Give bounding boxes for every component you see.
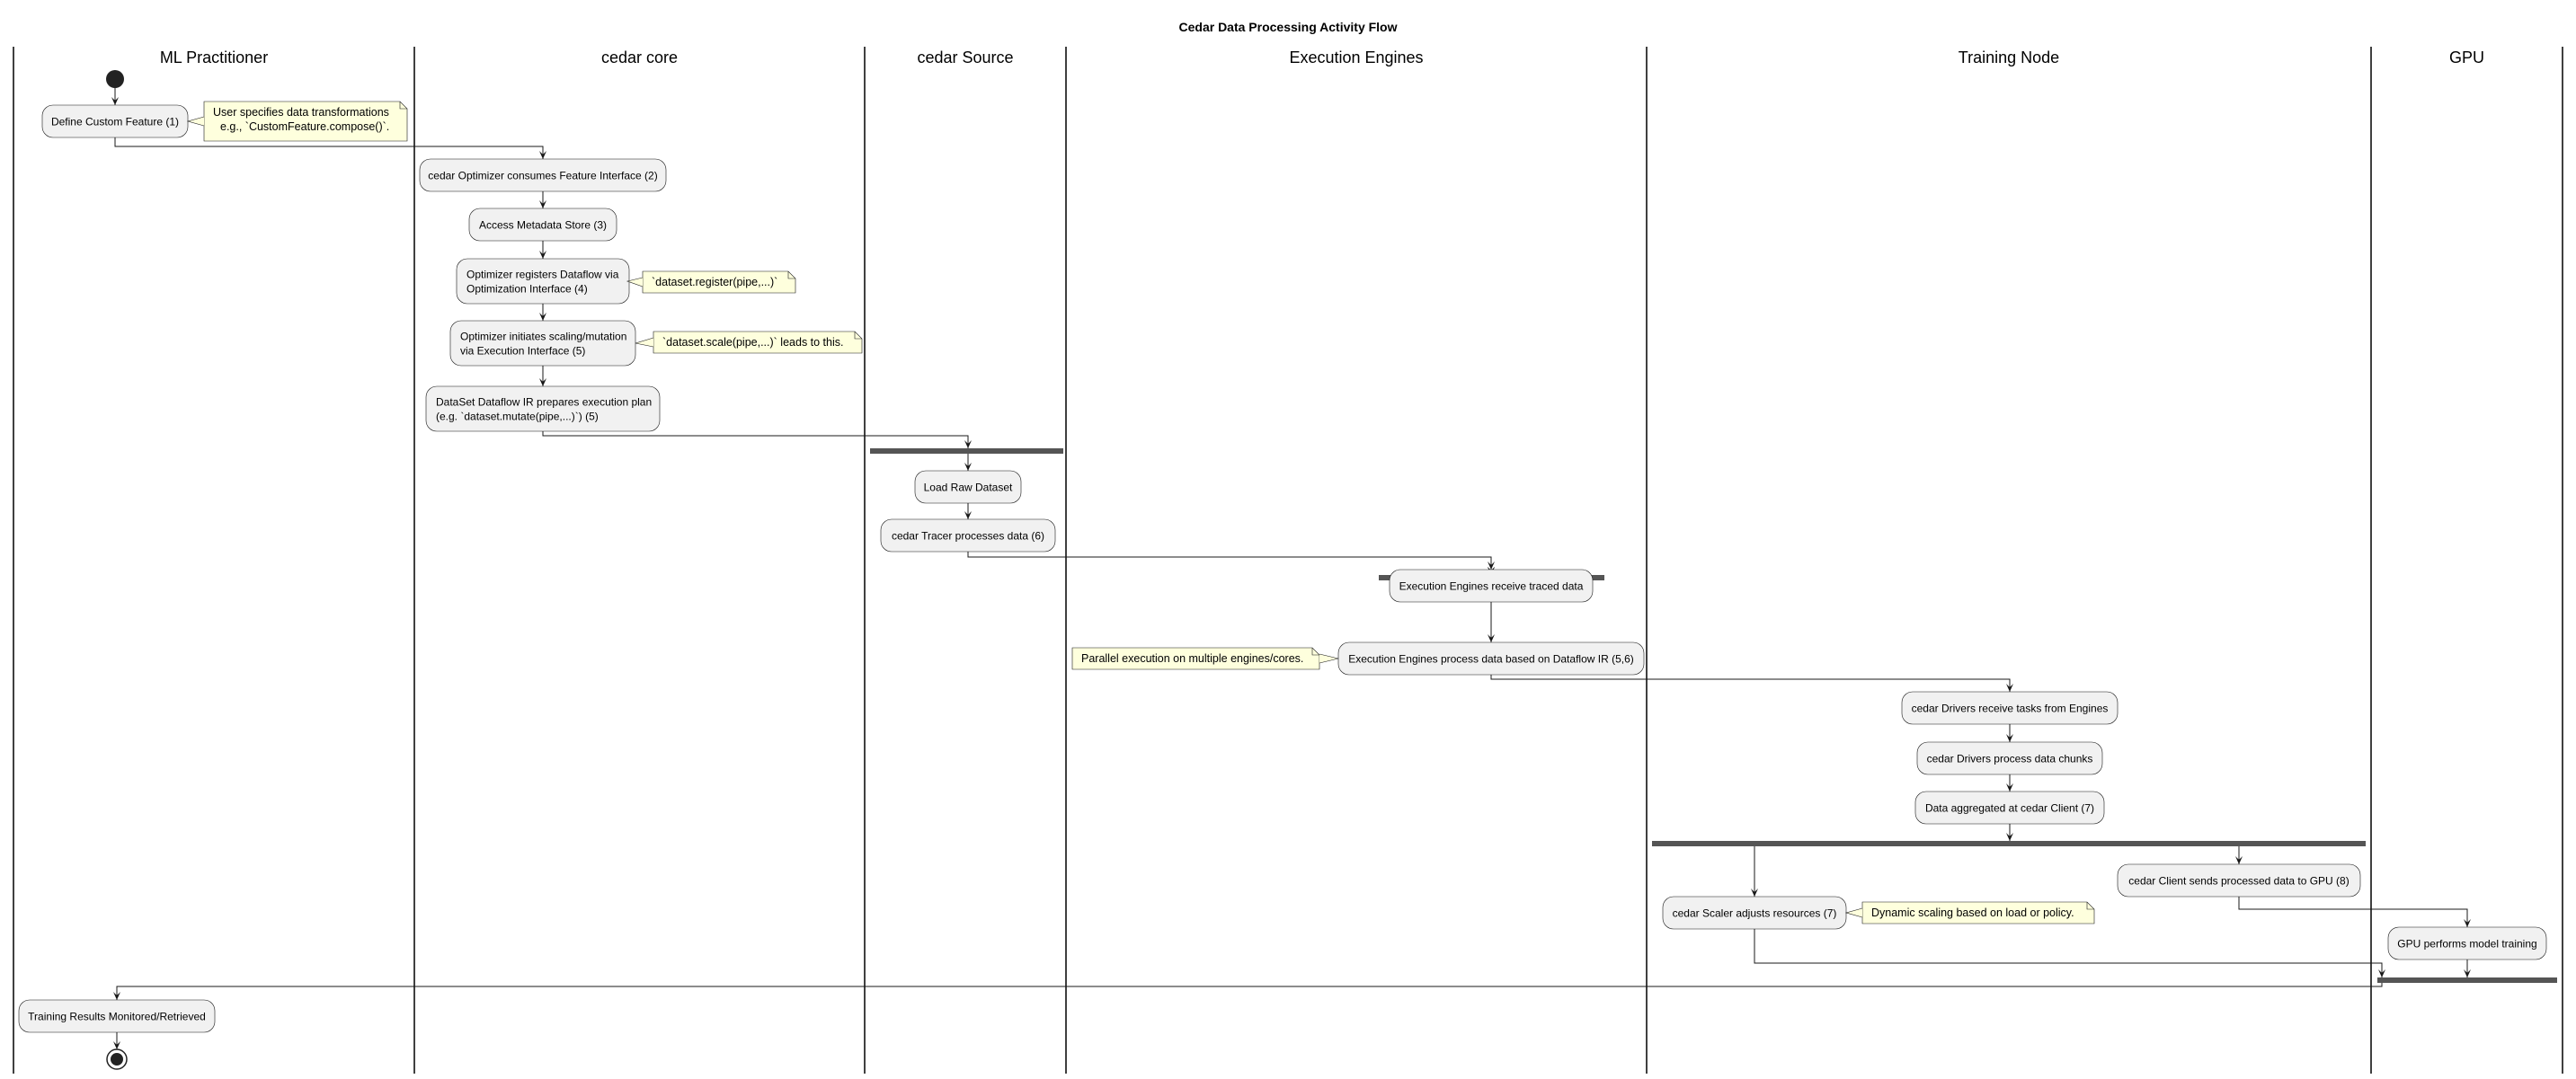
arrow-head [2235,856,2243,864]
activity-label: (e.g. `dataset.mutate(pipe,...)`) (5) [436,411,599,423]
activity-label: cedar Optimizer consumes Feature Interfa… [428,170,657,182]
activity-label: Training Results Monitored/Retrieved [28,1011,206,1023]
fork-bar [870,448,1063,454]
activity-a11: cedar Drivers receive tasks from Engines [1901,691,2119,725]
activity-label: Execution Engines process data based on … [1348,653,1634,666]
arrow-head [964,440,972,448]
flow-edge [1754,929,2383,977]
activity-label: cedar Tracer processes data (6) [892,530,1044,543]
flow-edge [542,431,969,448]
activity-a6: DataSet Dataflow IR prepares execution p… [425,385,661,432]
flow-edge [967,552,1492,570]
activity-label: Optimization Interface (4) [466,283,588,296]
note-label: `dataset.register(pipe,...)` [652,276,777,288]
arrow-head [111,97,119,105]
activity-label: Data aggregated at cedar Client (7) [1925,802,2094,815]
end-node [106,1048,128,1070]
note-n1: User specifies data transformationse.g.,… [186,101,408,142]
lane-header-train: Training Node [1959,49,2059,66]
activity-label: DataSet Dataflow IR prepares execution p… [436,396,652,409]
arrow-head [2006,783,2013,792]
activity-a10: Execution Engines process data based on … [1337,641,1645,676]
activity-a17: Training Results Monitored/Retrieved [18,999,216,1033]
arrow-head [113,1041,120,1049]
flow-edge [114,137,544,159]
activity-label: Load Raw Dataset [924,482,1013,494]
arrow-head [2464,919,2471,927]
activity-label: Optimizer initiates scaling/mutation [460,331,626,343]
note-n2: `dataset.register(pipe,...)` [626,270,796,294]
activity-a3: Access Metadata Store (3) [468,208,617,242]
activity-label: GPU performs model training [2397,938,2536,951]
note-n4: Parallel execution on multiple engines/c… [1071,647,1339,670]
activity-label: Define Custom Feature (1) [51,116,179,128]
activity-a4: Optimizer registers Dataflow viaOptimiza… [456,258,630,305]
diagram-title: Cedar Data Processing Activity Flow [1179,20,1398,34]
activity-a5: Optimizer initiates scaling/mutation via … [449,320,636,367]
note-label: User specifies data transformations [213,106,389,119]
activity-label: Access Metadata Store (3) [479,219,607,232]
activity-a8: cedar Tracer processes data (6) [880,518,1056,553]
lane-header-src: cedar Source [917,49,1013,66]
note-label: `dataset.scale(pipe,...)` leads to this. [662,336,843,349]
arrow-head [1751,889,1758,897]
arrow-head [2006,734,2013,742]
lane-header-core: cedar core [601,49,678,66]
arrow-head [539,378,546,386]
activity-a16: GPU performs model training [2387,926,2547,960]
activity-a15: cedar Scaler adjusts resources (7) [1662,896,1847,930]
flow-edge [116,983,2383,1000]
activity-label: cedar Scaler adjusts resources (7) [1673,907,1837,920]
activity-a12: cedar Drivers process data chunks [1916,741,2103,775]
arrow-head [539,251,546,259]
activity-a7: Load Raw Dataset [914,470,1022,504]
note-label: e.g., `CustomFeature.compose()`. [220,120,389,133]
activity-a14: cedar Client sends processed data to GPU… [2117,863,2361,898]
activity-label: Execution Engines receive traced data [1399,580,1584,593]
arrow-head [2464,969,2471,977]
activity-label: cedar Drivers process data chunks [1927,753,2093,765]
arrow-head [539,313,546,321]
start-node [106,70,124,88]
activity-a2: cedar Optimizer consumes Feature Interfa… [419,158,667,192]
activity-label: cedar Drivers receive tasks from Engines [1912,703,2109,715]
lane-header-exec: Execution Engines [1289,49,1423,66]
activity-label: cedar Client sends processed data to GPU… [2128,875,2349,888]
note-n3: `dataset.scale(pipe,...)` leads to this. [635,331,863,354]
flow-edge [1490,675,2011,692]
arrow-head [539,151,546,159]
note-label: Dynamic scaling based on load or policy. [1871,907,2074,919]
arrow-head [1488,634,1495,642]
flow-edge [2238,897,2468,927]
activity-label: via Execution Interface (5) [460,345,585,358]
arrow-head [2378,969,2385,977]
arrow-head [113,992,120,1000]
arrow-head [2006,684,2013,692]
activity-a13: Data aggregated at cedar Client (7) [1914,791,2105,825]
arrow-head [964,463,972,471]
fork-bar [1652,841,2366,846]
note-label: Parallel execution on multiple engines/c… [1081,652,1303,665]
arrow-head [2006,833,2013,841]
activity-a1: Define Custom Feature (1) [41,104,189,138]
arrow-head [539,200,546,208]
lane-header-gpu: GPU [2449,49,2484,66]
join-bar [2377,977,2557,983]
lane-header-ml: ML Practitioner [160,49,268,66]
arrow-head [964,511,972,519]
note-n5: Dynamic scaling based on load or policy. [1844,901,2095,924]
arrow-head [1488,562,1495,570]
activity-label: Optimizer registers Dataflow via [466,269,619,281]
activity-a9: Execution Engines receive traced data [1389,569,1594,603]
